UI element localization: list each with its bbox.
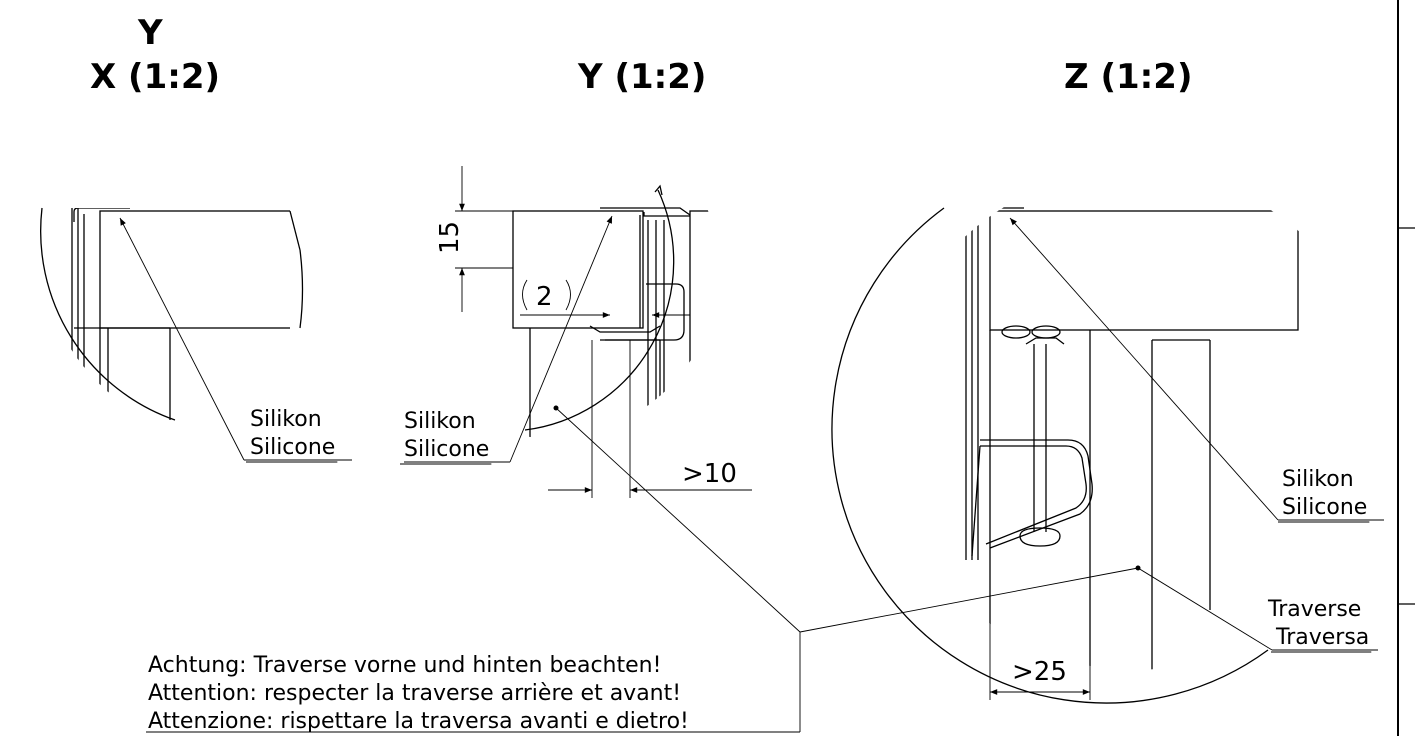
- view-y-dim-overhang: >10: [682, 459, 737, 489]
- view-y-title: Y (1:2): [577, 57, 706, 97]
- view-z-dim-width: >25: [1012, 657, 1067, 687]
- view-z-traverse-line2: Traversa: [1275, 625, 1369, 650]
- view-z-detail: [555, 207, 1384, 704]
- view-x-detail: [40, 207, 352, 461]
- view-y-callout-line2: Silicone: [404, 437, 489, 462]
- view-z-traverse-line1: Traverse: [1267, 597, 1361, 622]
- frame-letter: Y: [137, 13, 163, 53]
- frame-border: [1397, 0, 1415, 736]
- view-y-dim-gap: 2: [536, 282, 553, 312]
- view-z-callout-line1: Silikon: [1282, 467, 1354, 492]
- note-line-fr: Attention: respecter la traverse arrière…: [148, 681, 681, 706]
- note-line-it: Attenzione: rispettare la traversa avant…: [148, 709, 689, 734]
- view-x-title: X (1:2): [90, 57, 220, 97]
- view-z-title: Z (1:2): [1064, 57, 1192, 97]
- view-y-detail: [404, 166, 752, 498]
- note-block: Achtung: Traverse vorne und hinten beach…: [146, 632, 801, 734]
- view-z-callout-line2: Silicone: [1282, 495, 1367, 520]
- note-line-de: Achtung: Traverse vorne und hinten beach…: [148, 653, 661, 678]
- view-y-callout-line1: Silikon: [404, 409, 476, 434]
- view-y-dim-height: 15: [435, 221, 465, 254]
- view-x-callout-line1: Silikon: [250, 407, 322, 432]
- view-x-callout-line2: Silicone: [250, 435, 335, 460]
